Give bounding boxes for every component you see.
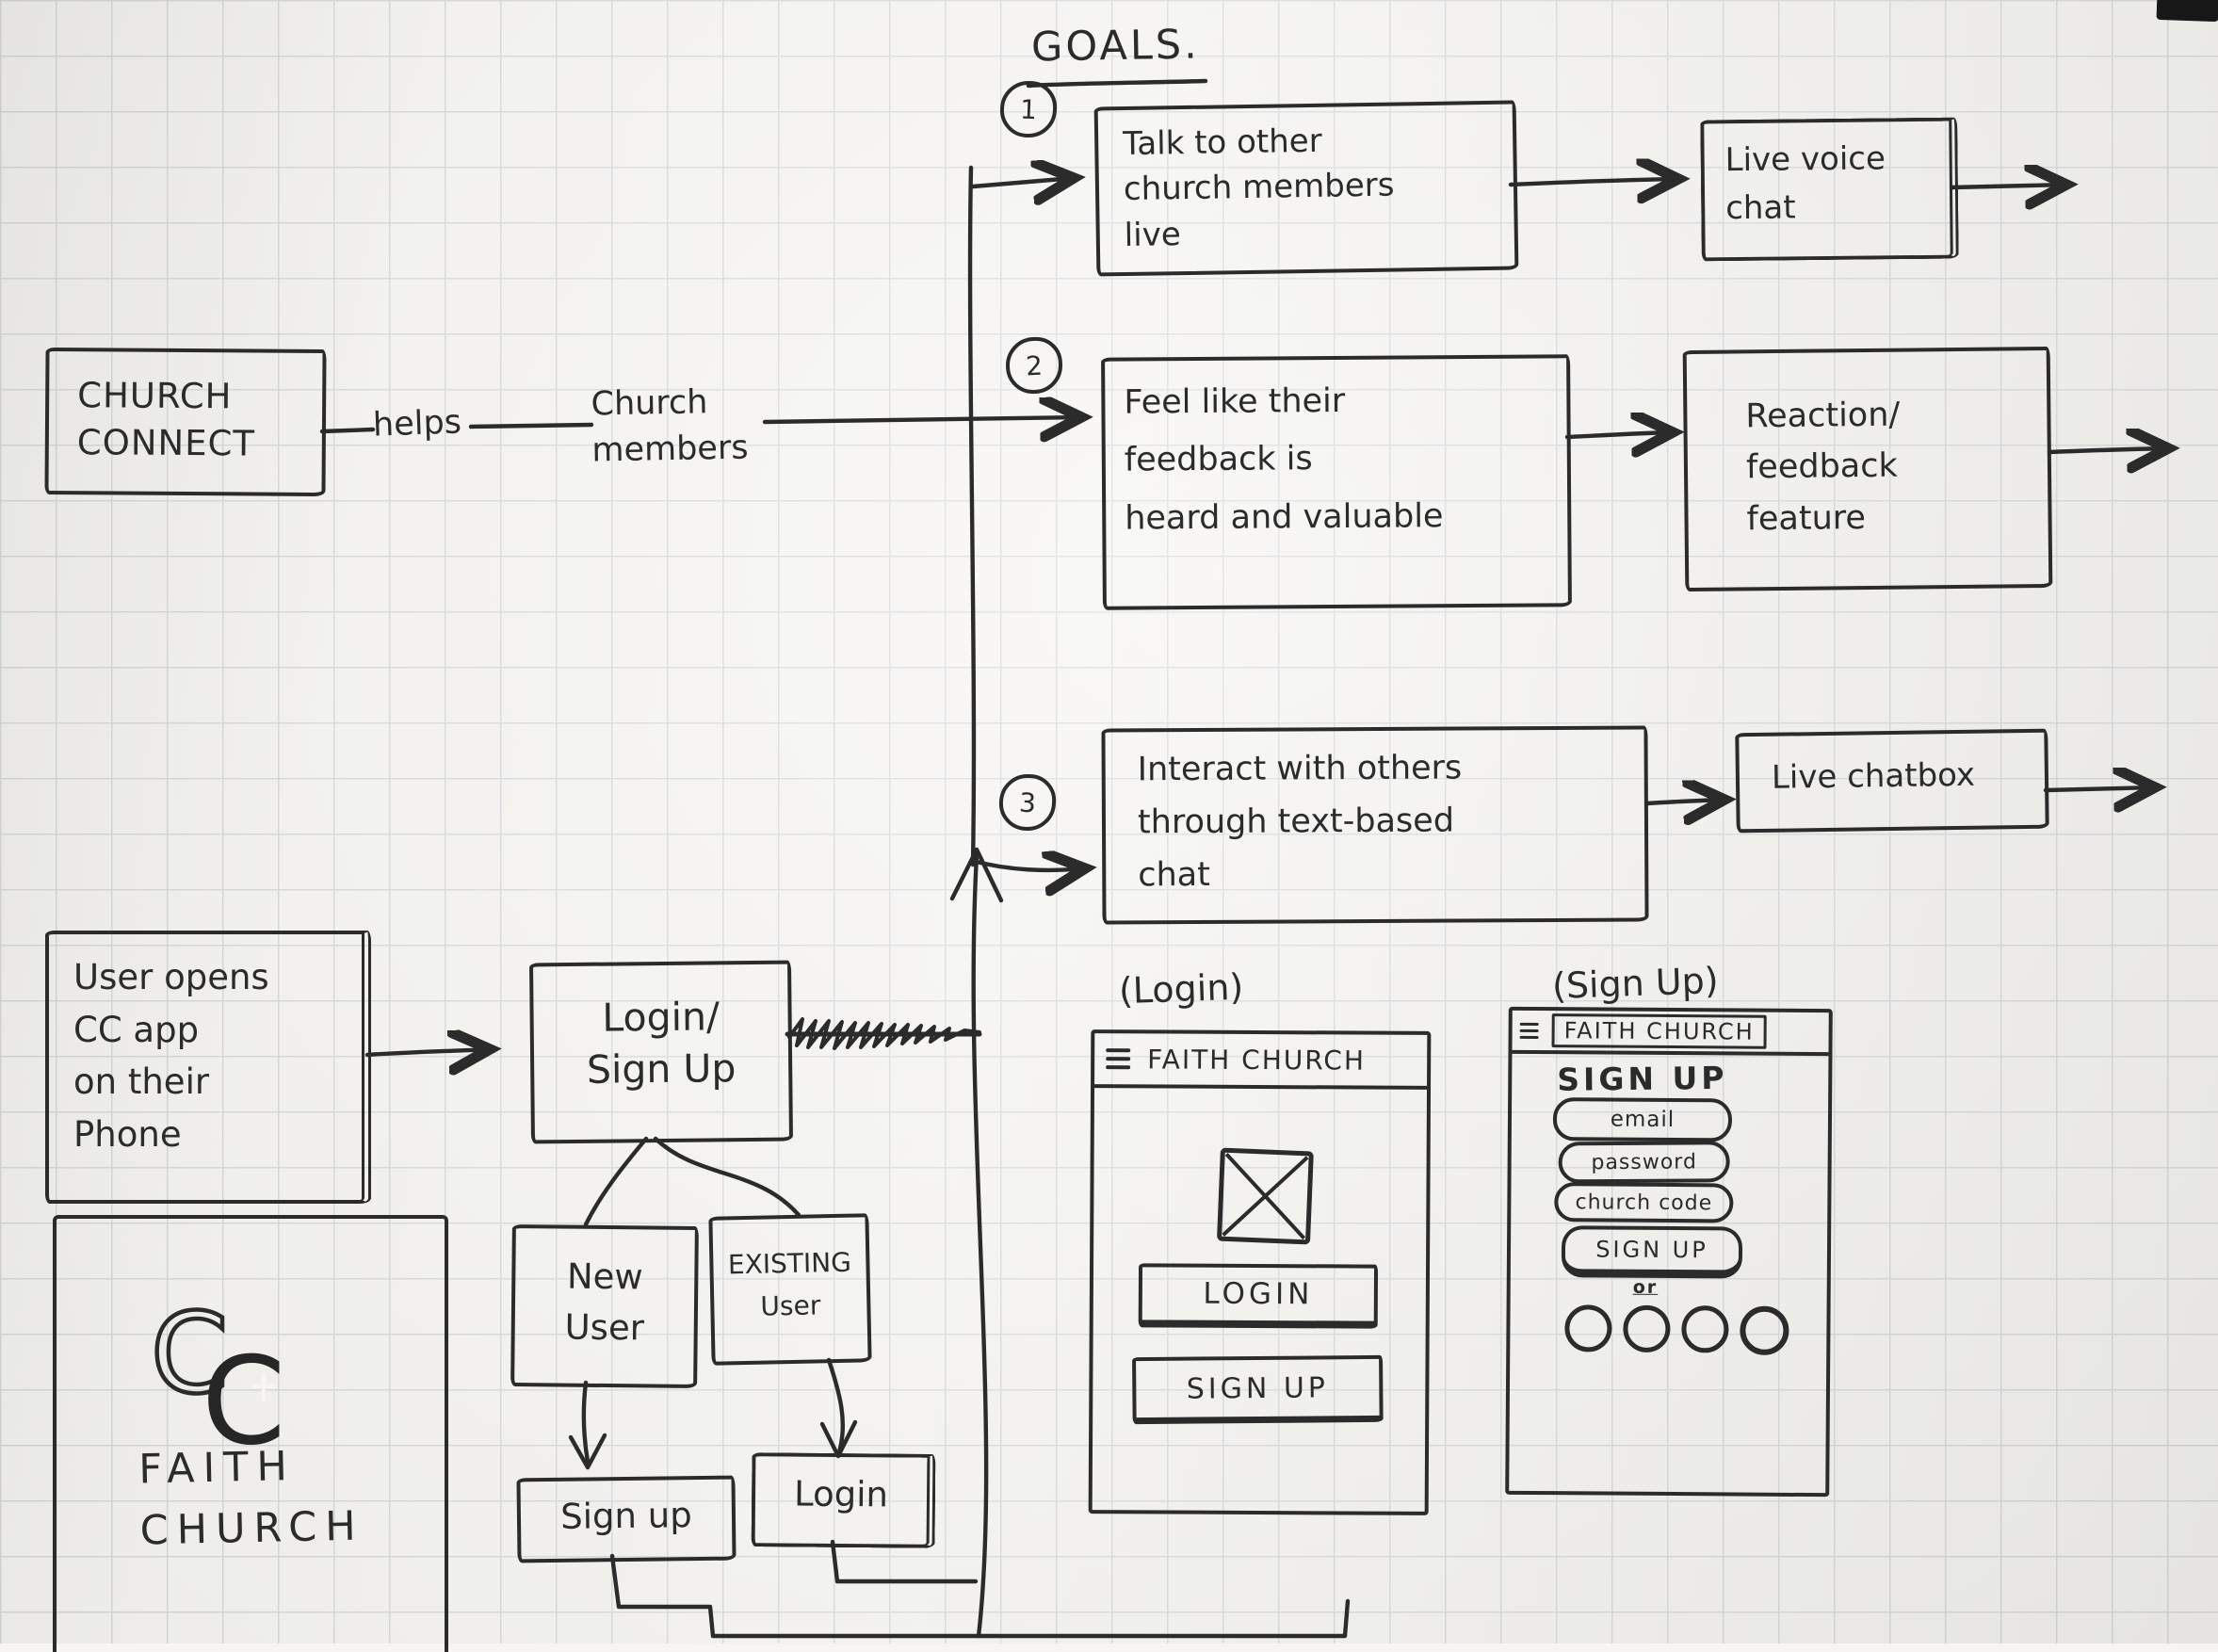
goal-feature-2-text: Reaction/ feedback feature [1745, 396, 1901, 538]
social-login-circle [1562, 1303, 1613, 1353]
login-button-sketch: LOGIN [1138, 1263, 1379, 1329]
login-box: Login [751, 1452, 936, 1548]
goal-number-2-label: 2 [1025, 349, 1044, 381]
signup-button-sketch: SIGN UP [1132, 1354, 1384, 1425]
login-screen-sketch: FAITH CHURCH LOGIN SIGN UP [1088, 1029, 1432, 1515]
church-connect-box: CHURCH CONNECT [44, 347, 327, 497]
cc-logo: C C [149, 1287, 286, 1472]
cc-logo-solid-c: C [202, 1332, 285, 1472]
signup-button-label: SIGN UP [1186, 1370, 1330, 1406]
signup-screen-appbar: FAITH CHURCH [1512, 1010, 1829, 1057]
helps-label: helps [372, 403, 462, 445]
goal-number-1-label: 1 [1019, 93, 1038, 125]
password-field-sketch: password [1558, 1141, 1730, 1184]
email-field-label: email [1610, 1107, 1676, 1133]
login-signup-box: Login/ Sign Up [529, 960, 793, 1144]
signup-screen-sketch: FAITH CHURCH SIGN UP email password chur… [1505, 1006, 1833, 1498]
social-login-circle [1623, 1304, 1671, 1353]
existing-user-text: EXISTING User [727, 1246, 852, 1322]
password-field-label: password [1591, 1149, 1697, 1174]
faith-church-box: C C FAITH CHURCH [53, 1215, 448, 1652]
church-connect-label: CHURCH CONNECT [76, 375, 256, 464]
goal-need-box-3: Interact with others through text-based … [1101, 725, 1649, 925]
login-signup-text: Login/ Sign Up [586, 994, 737, 1093]
login-screen-label: (Login) [1118, 965, 1244, 1012]
login-screen-appbar-title: FAITH CHURCH [1147, 1043, 1367, 1077]
church-code-field-sketch: church code [1554, 1182, 1734, 1223]
social-login-row [1562, 1303, 1789, 1355]
goal-need-box-2: Feel like their feedback is heard and va… [1101, 354, 1572, 610]
social-login-circle [1740, 1305, 1789, 1355]
goal-feature-3-text: Live chatbox [1771, 755, 1976, 797]
goal-feature-box-3: Live chatbox [1735, 728, 2049, 834]
goal-need-2-text: Feel like their feedback is heard and va… [1124, 381, 1444, 538]
cross-icon [251, 1373, 277, 1401]
existing-user-box: EXISTING User [708, 1213, 872, 1366]
signup-screen-label: (Sign Up) [1551, 959, 1720, 1008]
goal-number-3-label: 3 [1018, 786, 1037, 818]
email-field-sketch: email [1552, 1097, 1733, 1142]
or-divider: or [1632, 1276, 1659, 1298]
login-screen-appbar: FAITH CHURCH [1094, 1033, 1428, 1090]
login-box-text: Login [793, 1473, 889, 1515]
goals-title: GOALS. [1030, 21, 1201, 72]
image-placeholder-icon [1217, 1147, 1314, 1245]
photo-corner-artifact [2156, 0, 2218, 23]
church-code-field-label: church code [1575, 1190, 1713, 1215]
signup-box: Sign up [516, 1475, 737, 1563]
faith-church-name: FAITH CHURCH [138, 1443, 365, 1554]
signup-submit-label: SIGN UP [1595, 1236, 1708, 1264]
signup-screen-appbar-title: FAITH CHURCH [1551, 1013, 1767, 1049]
new-user-text: New User [564, 1255, 645, 1349]
cc-logo-outline-c: C [151, 1288, 228, 1418]
login-button-label: LOGIN [1203, 1276, 1314, 1312]
signup-heading: SIGN UP [1557, 1059, 1728, 1098]
goal-need-1-text: Talk to other church members live [1122, 121, 1395, 254]
goal-need-3-text: Interact with others through text-based … [1137, 749, 1463, 895]
goal-feature-box-2: Reaction/ feedback feature [1682, 346, 2053, 592]
signup-box-text: Sign up [559, 1495, 692, 1537]
goal-feature-1-text: Live voice chat [1724, 139, 1886, 228]
goal-feature-box-1: Live voice chat [1700, 117, 1959, 262]
menu-icon [1106, 1044, 1131, 1074]
social-login-circle [1681, 1305, 1729, 1353]
church-members-label: Church members [591, 383, 749, 470]
new-user-box: New User [510, 1223, 699, 1389]
signup-submit-sketch: SIGN UP [1561, 1225, 1743, 1279]
goal-need-box-1: Talk to other church members live [1093, 100, 1519, 277]
menu-icon [1519, 1018, 1539, 1042]
user-opens-app-text: User opens CC app on their Phone [73, 957, 269, 1155]
user-opens-app-box: User opens CC app on their Phone [45, 931, 371, 1204]
